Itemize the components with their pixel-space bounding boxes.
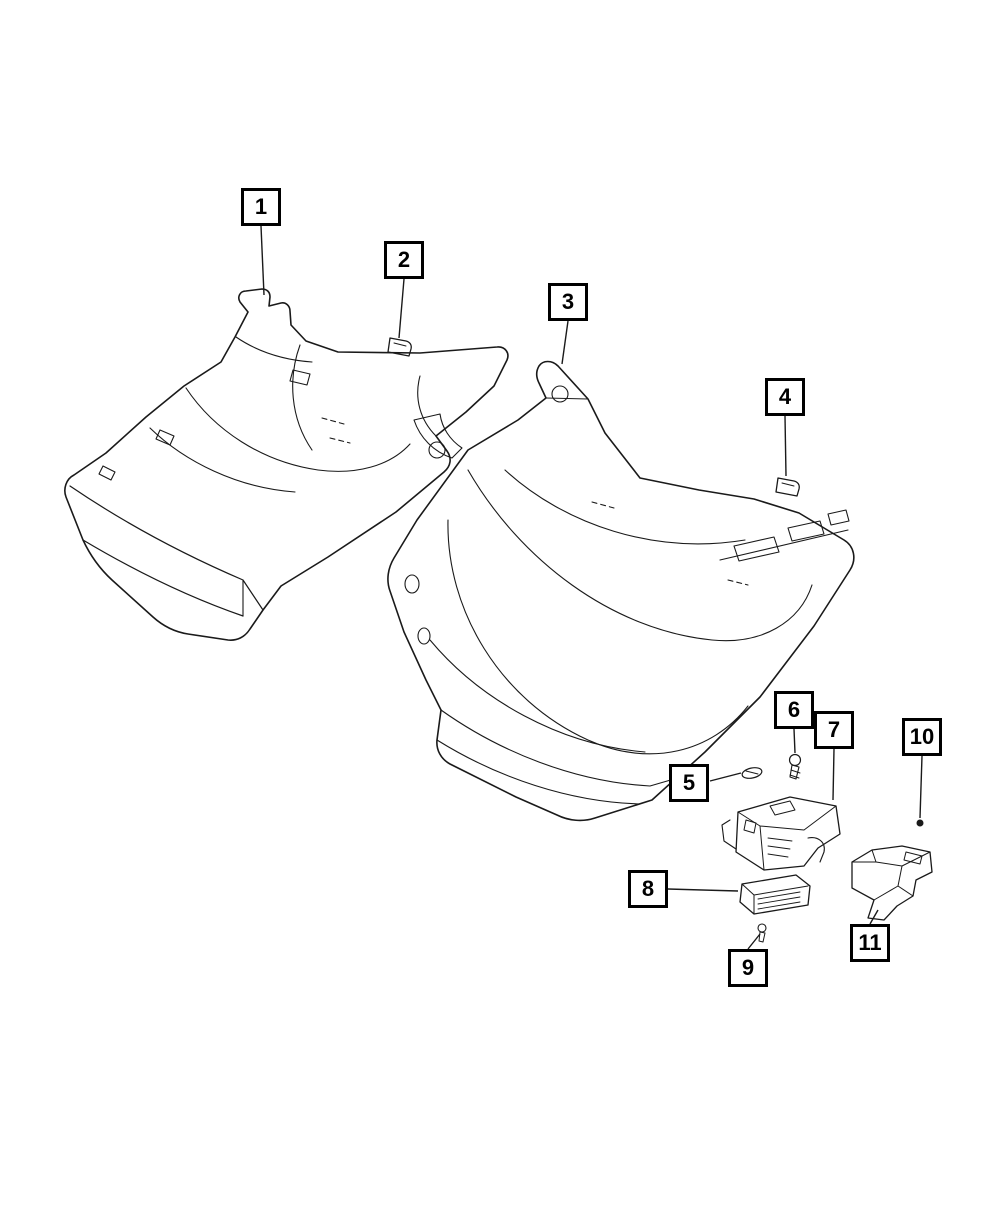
- leader-line-11: [869, 909, 879, 925]
- leader-line-5: [709, 772, 742, 782]
- callout-5: 5: [669, 764, 709, 802]
- callout-4: 4: [765, 378, 805, 416]
- callout-6: 6: [774, 691, 814, 729]
- callout-8: 8: [628, 870, 668, 908]
- callout-1: 1: [241, 188, 281, 226]
- leader-line-9: [747, 933, 761, 950]
- leader-line-4: [784, 415, 787, 477]
- leader-line-2: [398, 278, 405, 339]
- leader-line-3: [561, 320, 569, 365]
- callout-9: 9: [728, 949, 768, 987]
- callout-11: 11: [850, 924, 890, 962]
- callout-2: 2: [384, 241, 424, 279]
- callout-10: 10: [902, 718, 942, 756]
- leader-line-1: [260, 225, 265, 296]
- left-carpet-drawing: [64, 288, 509, 641]
- leader-line-10: [919, 755, 923, 819]
- leader-lines: [260, 225, 923, 950]
- callout-3: 3: [548, 283, 588, 321]
- callout-7: 7: [814, 711, 854, 749]
- right-carpet-drawing: [387, 360, 855, 822]
- leader-line-8: [667, 888, 739, 892]
- leader-line-6: [793, 728, 796, 754]
- small-parts-drawing: [721, 753, 933, 943]
- leader-line-7: [832, 748, 835, 801]
